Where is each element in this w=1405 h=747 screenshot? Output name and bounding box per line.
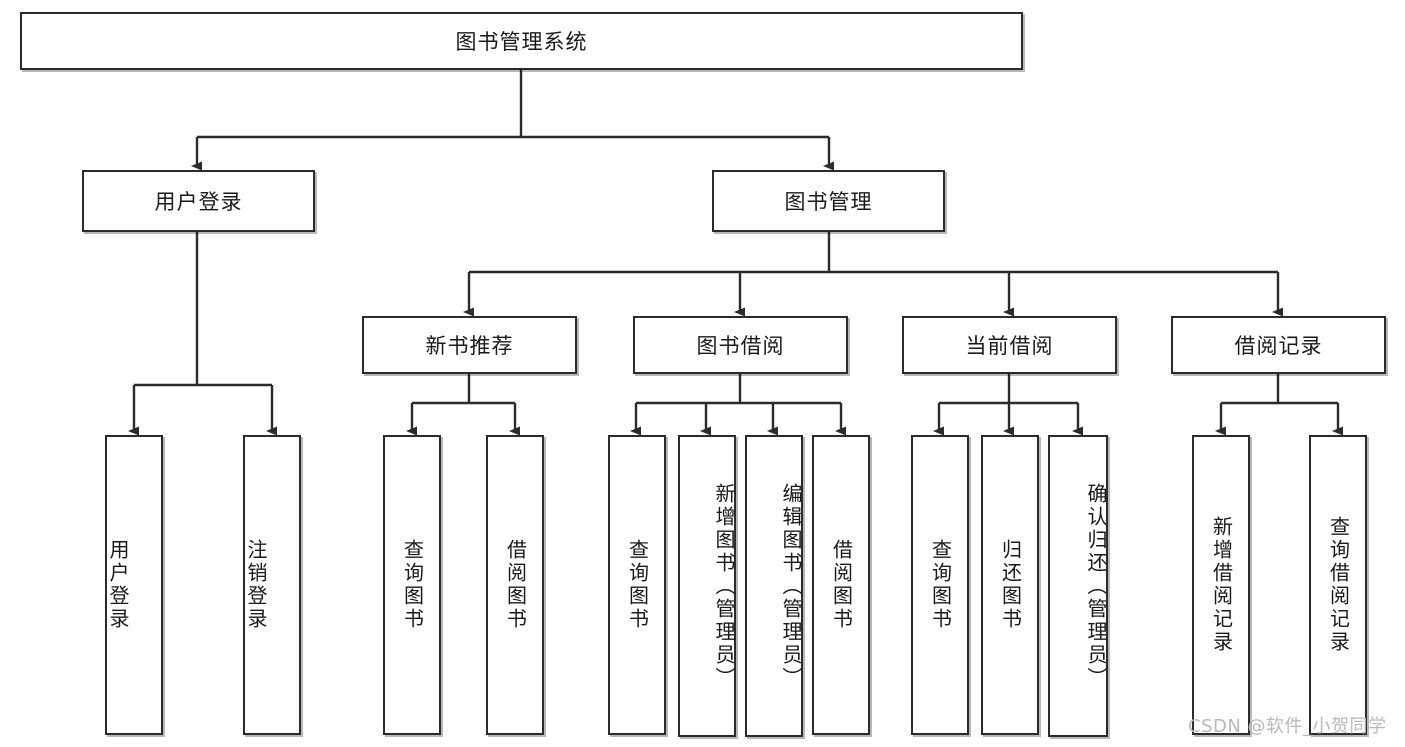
node-label: 借阅记录 xyxy=(1234,334,1323,358)
node-label: 查询图书 xyxy=(928,539,953,631)
node-label: 图书借阅 xyxy=(696,334,785,358)
node-label: 当前借阅 xyxy=(965,334,1054,358)
leaf-new-book-borrow[interactable]: 借阅图书 xyxy=(486,435,544,735)
node-label: 用户登录 xyxy=(106,539,130,631)
user-login-connectors xyxy=(128,232,277,436)
node-label: 查询图书 xyxy=(400,539,425,631)
node-label: 归还图书 xyxy=(998,539,1023,631)
node-root-book-management-system[interactable]: 图书管理系统 xyxy=(20,12,1023,70)
node-label: 新书推荐 xyxy=(425,334,514,358)
book-borrow-connectors xyxy=(630,374,846,436)
node-label: 图书管理系统 xyxy=(455,30,588,54)
leaf-new-book-query[interactable]: 查询图书 xyxy=(383,435,441,735)
leaf-current-borrow-return[interactable]: 归还图书 xyxy=(981,435,1039,735)
current-borrow-connectors xyxy=(933,374,1083,436)
node-book-borrow[interactable]: 图书借阅 xyxy=(633,316,848,374)
leaf-book-borrow-add-admin[interactable]: 新增图书（管理员） xyxy=(678,435,736,737)
leaf-borrow-record-add[interactable]: 新增借阅记录 xyxy=(1192,435,1250,735)
node-label: 新增图书（管理员） xyxy=(712,482,736,690)
node-label: 借阅图书 xyxy=(829,539,854,631)
node-label: 用户登录 xyxy=(154,190,243,214)
node-label: 确认归还（管理员） xyxy=(1084,482,1108,690)
root-connectors xyxy=(191,70,834,171)
node-user-login[interactable]: 用户登录 xyxy=(82,170,315,232)
borrow-record-connectors xyxy=(1215,374,1343,436)
node-book-management[interactable]: 图书管理 xyxy=(712,170,945,232)
leaf-current-borrow-confirm-admin[interactable]: 确认归还（管理员） xyxy=(1048,435,1108,737)
node-label: 新增借阅记录 xyxy=(1209,516,1234,654)
node-label: 编辑图书（管理员） xyxy=(779,482,803,690)
node-current-borrow[interactable]: 当前借阅 xyxy=(902,316,1117,374)
node-borrow-record[interactable]: 借阅记录 xyxy=(1171,316,1386,374)
leaf-book-borrow-borrow[interactable]: 借阅图书 xyxy=(812,435,870,735)
node-label: 查询图书 xyxy=(625,539,650,631)
leaf-borrow-record-query[interactable]: 查询借阅记录 xyxy=(1309,435,1367,735)
node-label: 查询借阅记录 xyxy=(1326,516,1351,654)
node-label: 图书管理 xyxy=(784,190,873,214)
leaf-user-login-logout[interactable]: 注销登录 xyxy=(243,435,301,735)
leaf-current-borrow-query[interactable]: 查询图书 xyxy=(911,435,969,735)
node-label: 借阅图书 xyxy=(503,539,528,631)
node-label: 注销登录 xyxy=(244,539,268,631)
leaf-book-borrow-edit-admin[interactable]: 编辑图书（管理员） xyxy=(745,435,803,737)
new-book-connectors xyxy=(406,374,520,436)
node-new-book-recommend[interactable]: 新书推荐 xyxy=(362,316,577,374)
leaf-book-borrow-query[interactable]: 查询图书 xyxy=(608,435,666,735)
leaf-user-login-login[interactable]: 用户登录 xyxy=(105,435,163,735)
book-manage-connectors xyxy=(463,232,1283,317)
